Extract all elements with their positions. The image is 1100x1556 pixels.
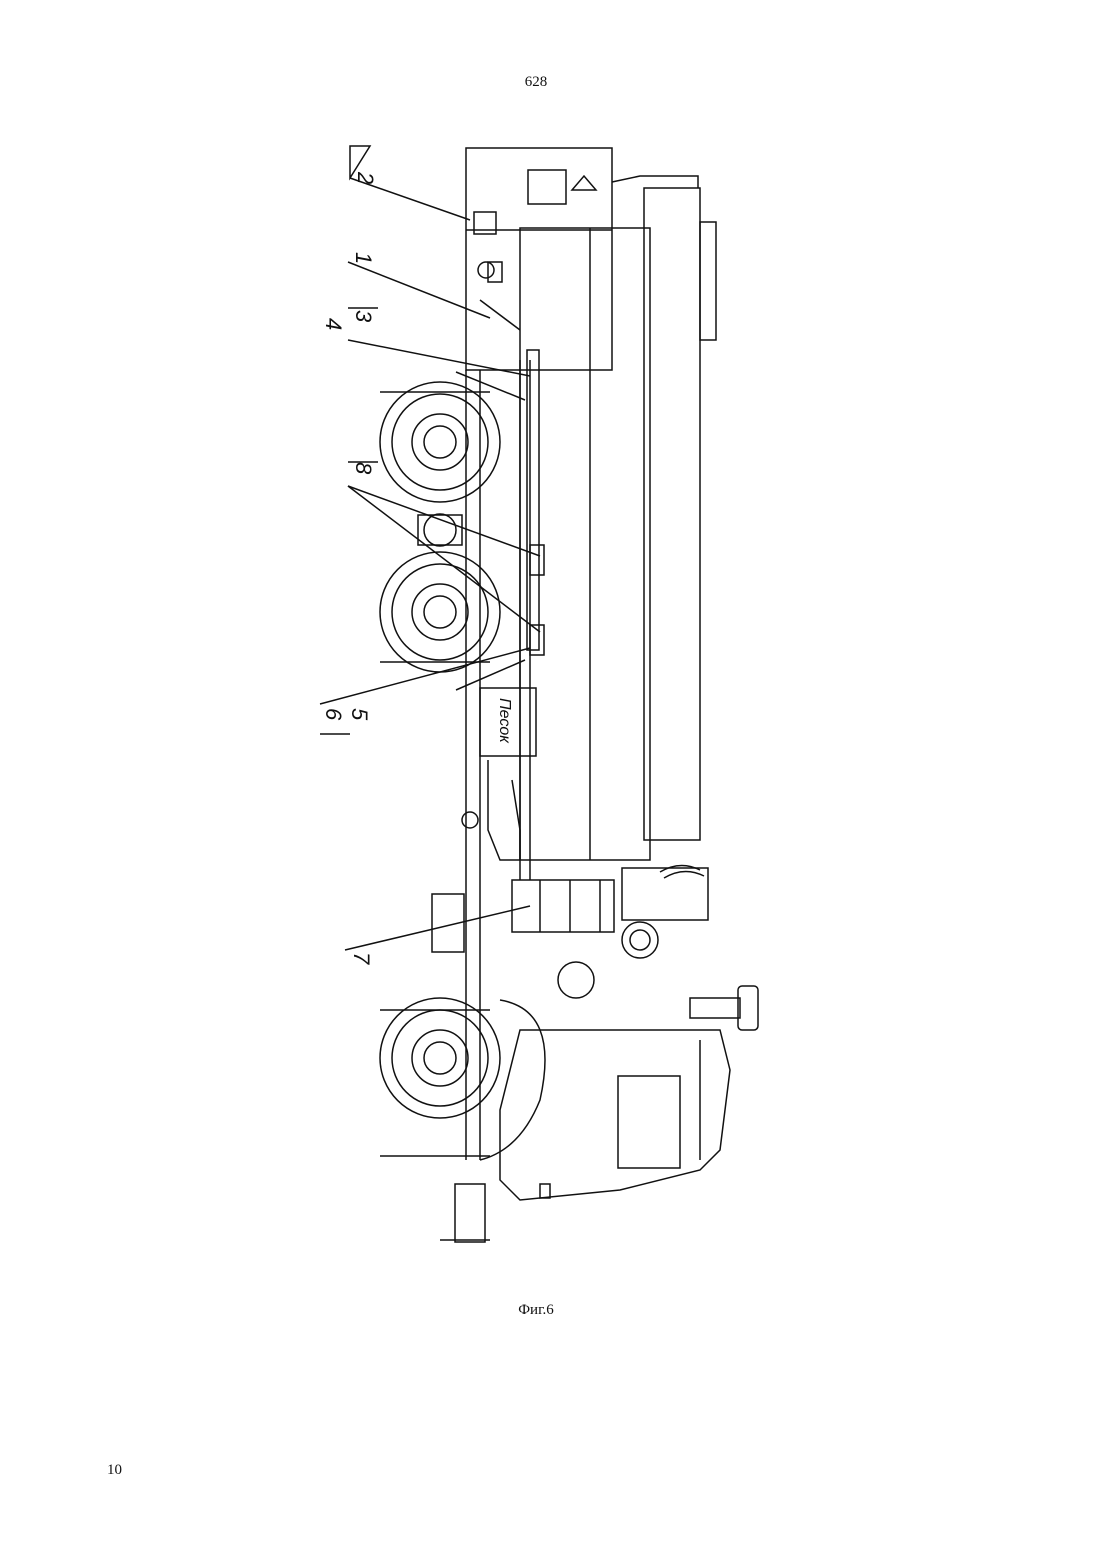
rear-wheel-1 [380,382,500,502]
page-number: 10 [107,1462,122,1479]
callout-4: 4 [321,318,346,330]
rear-wheel-2 [380,552,500,672]
sand-bin-label: Песок [496,698,513,744]
callout-1: 1 [351,252,376,264]
callout-8: 8 [351,462,376,475]
callout-6: 6 [321,708,346,721]
callout-7: 7 [349,952,374,965]
callout-5: 5 [347,708,372,721]
figure-caption: Фиг.6 [0,1302,1072,1319]
callout-3: 3 [351,310,376,323]
cab [500,1030,730,1200]
tank-top [644,188,700,840]
callout-2: 2 [353,171,378,184]
front-wheel [380,998,500,1118]
